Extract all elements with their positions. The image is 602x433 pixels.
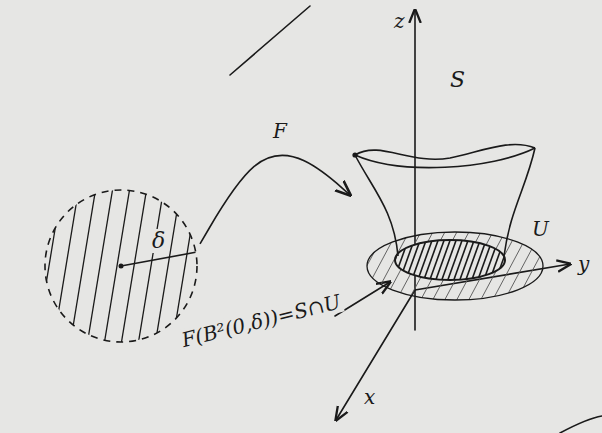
surface-label: S [448, 68, 467, 92]
axis-label: x [362, 386, 377, 408]
x-axis [336, 290, 415, 420]
surface-outline [350, 60, 545, 310]
stray-stroke [560, 416, 602, 433]
axis-label: y [576, 253, 591, 275]
radius-label: δ [150, 229, 167, 253]
z-axis [414, 10, 416, 330]
disk-outline [42, 187, 200, 345]
region-label: U [530, 218, 551, 240]
formula-label: F(B²(0,δ))=S∩U [177, 290, 344, 352]
map-label: F [271, 120, 289, 142]
disk-node: δ [42, 187, 200, 345]
surface-node: S [350, 60, 545, 310]
stray-stroke [230, 6, 310, 75]
map-arrow [200, 155, 350, 244]
axis-label: z [392, 10, 407, 32]
